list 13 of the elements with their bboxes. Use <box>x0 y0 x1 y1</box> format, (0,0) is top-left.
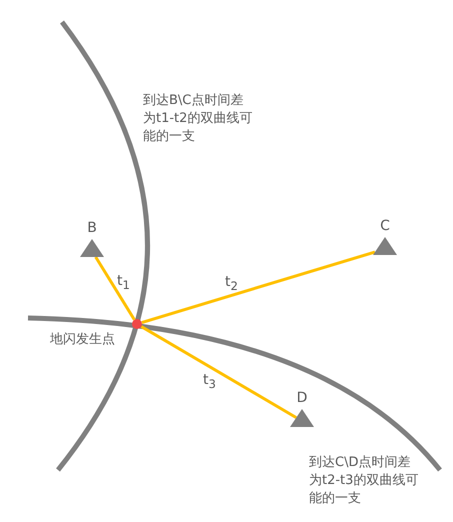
station-label: C <box>380 217 390 235</box>
edge-label: t$_{3}$ <box>203 371 216 393</box>
curve-note: 到达C\D点时间差为t2-t3的双曲线可能的一支 <box>309 454 420 508</box>
edge-label: t$_{2}$ <box>225 273 238 295</box>
connector-line <box>94 256 136 321</box>
station-label: D <box>296 389 308 407</box>
connector-line <box>141 250 376 324</box>
curve-note: 到达B\C点时间差为t1-t2的双曲线可能的一支 <box>143 92 254 146</box>
connector-line <box>140 325 298 419</box>
point-dot-icon <box>132 319 142 329</box>
point-label: 地闪发生点 <box>50 331 115 349</box>
station-label: B <box>87 219 97 237</box>
edge-label: t$_{1}$ <box>117 272 130 294</box>
